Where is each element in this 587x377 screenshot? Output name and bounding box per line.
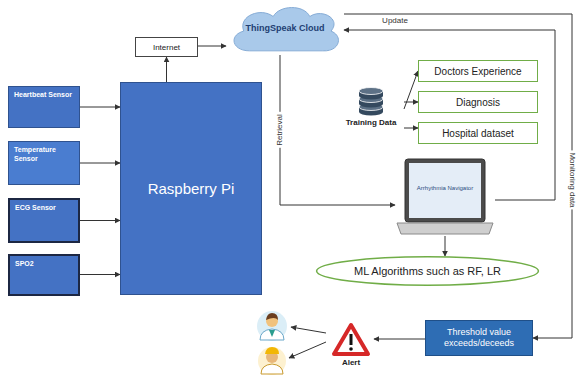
data-box: Doctors Experience: [418, 60, 538, 82]
flow-arrow: [404, 102, 418, 103]
sensor-box: ECG Sensor: [8, 198, 80, 243]
flow-arrow: [445, 236, 446, 256]
flow-arrow: [166, 57, 167, 82]
laptop-screen: [409, 163, 481, 218]
alert-leader-line: [291, 327, 326, 333]
doctor-hat: [265, 347, 279, 354]
laptop-node: Arrhythmia Navigator: [395, 158, 495, 236]
node-label: Raspberry Pi: [148, 180, 235, 197]
sensor-box: Heartbeat Sensor: [8, 86, 80, 128]
laptop-frame: [405, 159, 485, 222]
threshold-box: Threshold value exceeds/deceeds: [425, 320, 533, 356]
node-label: ML Algorithms such as RF, LR: [354, 265, 501, 277]
flow-arrow: [198, 46, 226, 47]
node-label: Internet: [153, 43, 180, 52]
flow-arrow: [80, 163, 120, 164]
node-label: Doctors Experience: [434, 66, 521, 77]
flow-arrow: [404, 71, 418, 109]
flow-arrow: [280, 55, 395, 205]
laptop-base: [397, 223, 493, 234]
data-box: Hospital dataset: [418, 122, 538, 144]
doctor-coat: [260, 329, 284, 340]
flow-arrow: [404, 128, 418, 129]
doctor-icon: [258, 347, 286, 375]
node-label: Alert: [342, 358, 360, 367]
database-layer: [359, 88, 383, 95]
doctor-shirt: [269, 330, 275, 337]
database-icon: [356, 86, 386, 116]
node-label: Heartbeat Sensor: [14, 91, 74, 100]
alert-leader-line: [289, 342, 326, 358]
ellipse-outline: [317, 257, 539, 285]
cloud-outline: [234, 8, 338, 51]
warning-triangle: [331, 322, 371, 357]
exclamation-mark: [349, 347, 353, 351]
edge-label: Monitoring data: [568, 150, 577, 209]
warning-triangle: [334, 325, 368, 354]
node-label: Diagnosis: [456, 97, 500, 108]
flow-arrow: [344, 14, 572, 338]
flow-arrow: [374, 339, 425, 340]
doctor-hair: [266, 313, 278, 320]
node-label: Temperature Sensor: [14, 146, 74, 164]
alert-node: Alert: [328, 322, 374, 374]
sensor-box: Temperature Sensor: [8, 141, 80, 185]
node-label: Threshold value exceeds/deceeds: [431, 327, 527, 349]
node-label: Training Data: [346, 118, 397, 127]
node-label: Arrhythmia Navigator: [417, 185, 473, 192]
data-box: Diagnosis: [418, 91, 538, 113]
cloud-shape: ThingSpeak Cloud: [226, 3, 344, 55]
controller-box: Raspberry Pi: [120, 82, 262, 295]
node-label: ThingSpeak Cloud: [245, 23, 324, 33]
process-box: Internet: [135, 37, 198, 57]
node-label: Hospital dataset: [442, 128, 514, 139]
icon-background: [257, 311, 287, 341]
laptop-illustration: [395, 158, 495, 236]
edge-label: Update: [380, 17, 410, 26]
sensor-box: SPO2: [8, 254, 80, 296]
node-label: ECG Sensor: [15, 204, 73, 213]
exclamation-mark: [350, 334, 353, 345]
flow-arrow: [80, 220, 120, 221]
doctor-coat: [261, 364, 283, 374]
flow-arrow: [80, 107, 120, 108]
edge-label: Retrieval: [276, 112, 285, 148]
node-label: SPO2: [15, 260, 73, 269]
algorithm-ellipse: ML Algorithms such as RF, LR: [315, 256, 540, 286]
icon-background: [258, 347, 286, 375]
flow-arrow: [80, 274, 120, 275]
database-node: Training Data: [338, 84, 404, 134]
doctor-icon: [257, 311, 287, 341]
